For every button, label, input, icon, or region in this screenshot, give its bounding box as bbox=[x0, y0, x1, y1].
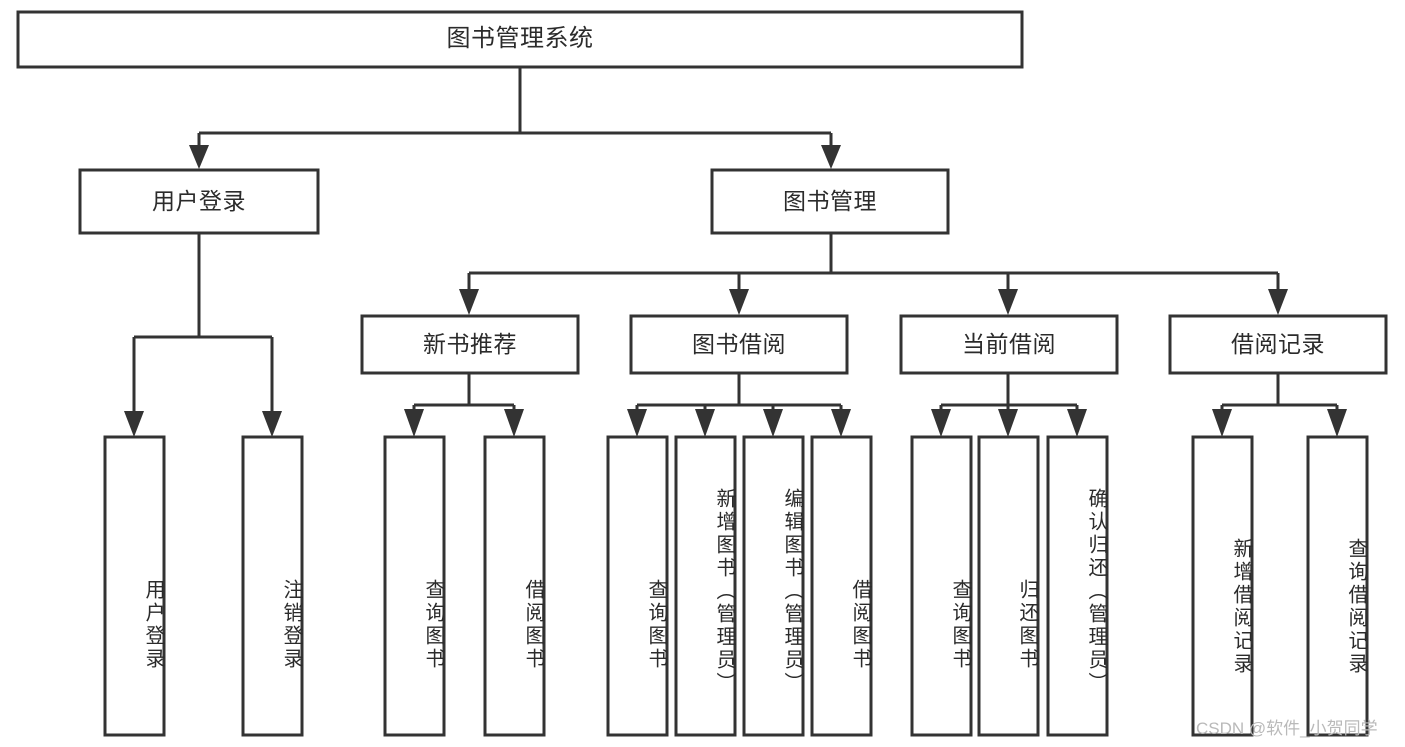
node-borrow-record[interactable] bbox=[1168, 314, 1388, 375]
node-leaf-add-book-admin[interactable] bbox=[674, 435, 737, 737]
arrow-head-leaf-query-book-current bbox=[931, 409, 951, 437]
arrow-head-book-manage bbox=[821, 145, 841, 169]
node-leaf-borrow-book-rec[interactable] bbox=[483, 435, 546, 737]
node-leaf-query-borrow-record[interactable] bbox=[1306, 435, 1369, 737]
node-leaf-user-login[interactable] bbox=[103, 435, 166, 737]
connector-group-current-borrow bbox=[931, 373, 1087, 437]
node-root[interactable] bbox=[16, 10, 1024, 69]
node-leaf-query-book-current[interactable] bbox=[910, 435, 973, 737]
node-user-login[interactable] bbox=[78, 168, 320, 235]
connector-group-borrow-record bbox=[1212, 373, 1347, 437]
arrow-head-leaf-borrow-book bbox=[831, 409, 851, 437]
arrow-head-book-borrow bbox=[729, 289, 749, 315]
arrow-head-leaf-borrow-book-rec bbox=[504, 409, 524, 437]
node-current-borrow[interactable] bbox=[899, 314, 1119, 375]
connector-group-new-book-recommend bbox=[404, 373, 524, 437]
arrow-head-leaf-logout-login bbox=[262, 411, 282, 437]
node-leaf-query-book-borrow[interactable] bbox=[606, 435, 669, 737]
arrow-head-user-login bbox=[189, 145, 209, 169]
connector-group-root bbox=[189, 67, 841, 169]
arrow-head-leaf-edit-book-admin bbox=[763, 409, 783, 437]
arrow-head-leaf-query-book-borrow bbox=[627, 409, 647, 437]
arrow-head-leaf-query-book-rec bbox=[404, 409, 424, 437]
connector-group-book-manage bbox=[459, 233, 1288, 315]
connector-group-book-borrow bbox=[627, 373, 851, 437]
arrow-head-leaf-add-borrow-record bbox=[1212, 409, 1232, 437]
arrow-head-leaf-return-book bbox=[998, 409, 1018, 437]
node-leaf-add-borrow-record[interactable] bbox=[1191, 435, 1254, 737]
arrow-head-current-borrow bbox=[998, 289, 1018, 315]
arrow-head-leaf-add-book-admin bbox=[695, 409, 715, 437]
arrow-head-leaf-user-login bbox=[124, 411, 144, 437]
node-book-borrow[interactable] bbox=[629, 314, 849, 375]
node-leaf-query-book-rec[interactable] bbox=[383, 435, 446, 737]
node-leaf-borrow-book[interactable] bbox=[810, 435, 873, 737]
node-leaf-logout-login[interactable] bbox=[241, 435, 304, 737]
node-book-manage[interactable] bbox=[710, 168, 950, 235]
node-new-book-recommend[interactable] bbox=[360, 314, 580, 375]
connector-group-user-login bbox=[124, 233, 282, 437]
arrow-head-leaf-confirm-return-admin bbox=[1067, 409, 1087, 437]
node-leaf-confirm-return-admin[interactable] bbox=[1046, 435, 1109, 737]
arrow-head-new-book-recommend bbox=[459, 289, 479, 315]
arrow-head-leaf-query-borrow-record bbox=[1327, 409, 1347, 437]
node-leaf-return-book[interactable] bbox=[977, 435, 1040, 737]
arrow-head-borrow-record bbox=[1268, 289, 1288, 315]
node-leaf-edit-book-admin[interactable] bbox=[742, 435, 805, 737]
